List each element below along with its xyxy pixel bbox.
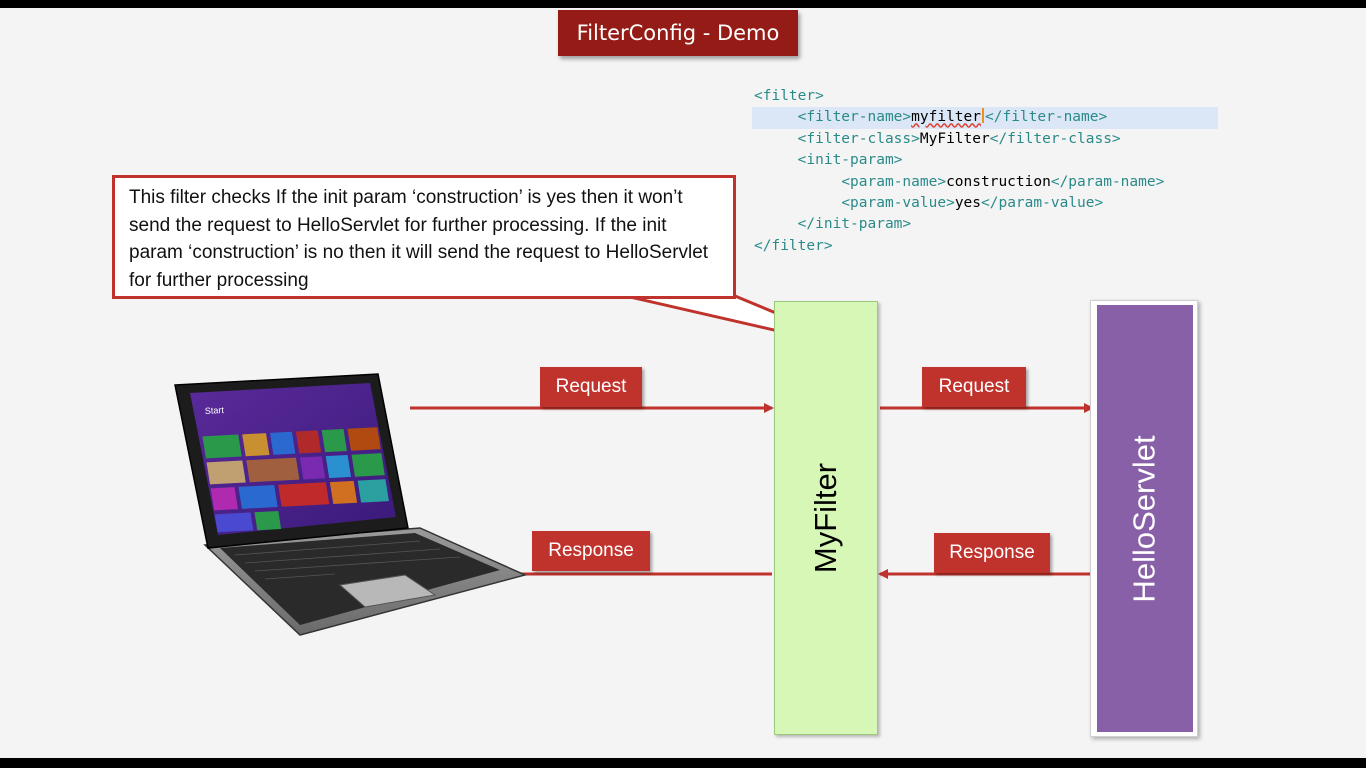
myfilter-label: MyFilter (808, 462, 843, 574)
code-line: </filter> (754, 237, 833, 254)
response-label-left: Response (532, 531, 650, 571)
helloservlet-box: HelloServlet (1090, 300, 1198, 737)
top-border (0, 0, 1366, 8)
code-line: <param-value>yes</param-value> (841, 194, 1104, 211)
myfilter-box: MyFilter (774, 301, 878, 735)
code-line: <param-name>construction</param-name> (841, 173, 1165, 190)
text-cursor (982, 108, 984, 124)
response-label-right: Response (934, 533, 1050, 573)
request-label-left: Request (540, 367, 642, 407)
bottom-border (0, 758, 1366, 768)
helloservlet-label: HelloServlet (1127, 434, 1162, 603)
laptop-start-label: Start (205, 405, 225, 416)
explanation-callout: This filter checks If the init param ‘co… (112, 175, 736, 299)
slide-title: FilterConfig - Demo (558, 10, 798, 56)
code-line: <init-param> (797, 152, 903, 169)
request-label-right: Request (922, 367, 1026, 407)
code-line: </init-param> (797, 216, 912, 233)
xml-code-snippet: <filter> <filter-name>myfilter</filter-n… (752, 86, 1222, 264)
code-line: <filter-class>MyFilter</filter-class> (797, 130, 1121, 147)
code-line: <filter-name>myfilter</filter-name> (752, 107, 1218, 129)
helloservlet-inner: HelloServlet (1097, 305, 1193, 732)
laptop-illustration: Start (174, 373, 528, 636)
code-line: <filter> (754, 88, 824, 104)
